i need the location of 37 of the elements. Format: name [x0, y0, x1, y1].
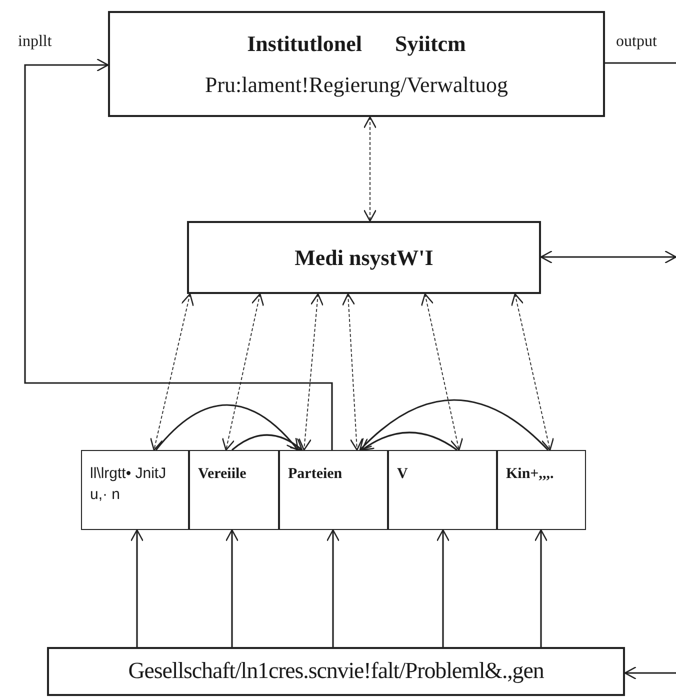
- diagram-box: [81, 450, 189, 530]
- arrow: [359, 399, 549, 451]
- double-arrow: [420, 293, 464, 451]
- arrow: [534, 529, 548, 647]
- arrow: [225, 529, 239, 647]
- box-label: ll\lrgtt• JnitJ u,· n: [90, 464, 168, 505]
- diagram-box: [47, 647, 625, 696]
- arrow: [130, 529, 144, 647]
- double-arrow: [540, 250, 676, 264]
- box-title: Gesellschaft/ln1cres.scnvie!falt/Probleml&.,gen: [128, 657, 544, 686]
- box-label: V: [397, 465, 408, 484]
- arrow: [326, 529, 340, 647]
- diagram-box: [108, 11, 605, 117]
- double-arrow: [150, 293, 194, 451]
- double-arrow: [510, 293, 554, 451]
- diagram-box: [187, 221, 541, 294]
- diagram-box: [189, 450, 279, 530]
- double-arrow: [222, 293, 264, 451]
- double-arrow: [363, 116, 377, 222]
- arrow: [624, 666, 676, 680]
- diagram-box: [388, 450, 497, 530]
- arrow: [232, 434, 303, 451]
- arrow: [436, 529, 450, 647]
- diagram-box: [279, 450, 388, 530]
- system-subtitle: Pru:lament!Regierung/Verwaltuog: [204, 71, 508, 99]
- double-arrow: [298, 293, 324, 451]
- box-title: Medi nsystW'I: [294, 244, 434, 272]
- connector-line: [605, 62, 676, 64]
- box-label: Vereiile: [198, 465, 246, 484]
- double-arrow: [342, 293, 363, 451]
- system-title: Institutlonel Syiitcm: [247, 30, 466, 58]
- arrow: [24, 58, 333, 450]
- arrow: [155, 404, 299, 451]
- diagram-box: [497, 450, 586, 530]
- box-label: Parteien: [288, 465, 342, 484]
- arrow: [361, 432, 458, 451]
- box-label: Kin+,,,.: [506, 465, 554, 484]
